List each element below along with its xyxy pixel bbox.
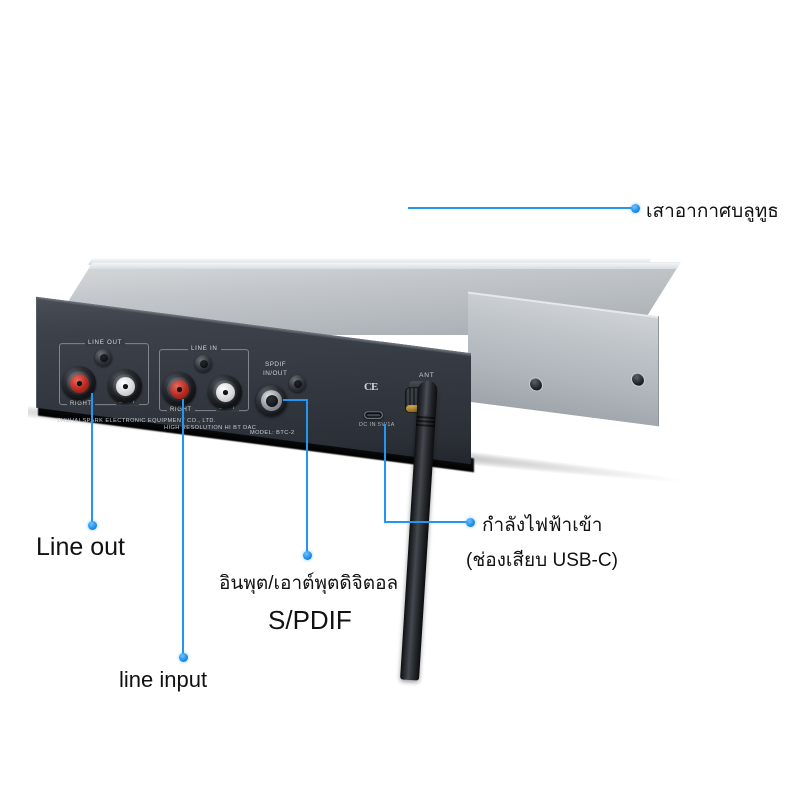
side-screw-icon [632, 372, 644, 387]
line-out-35mm-jack[interactable] [95, 349, 112, 367]
callout-line-line-input [182, 399, 184, 657]
line-in-right-label: RIGHT [167, 407, 195, 414]
spdif-label-line1: SPDIF [265, 361, 287, 369]
callout-label-antenna: เสาอากาศบลูทูธ [646, 201, 779, 222]
callout-line-spdif-vertical [306, 399, 308, 555]
callout-dot-antenna [631, 203, 640, 213]
power-rating-text: DC IN 5V/1A [359, 422, 395, 429]
callout-line-line-out [91, 393, 93, 525]
spdif-label-line2: IN/OUT [263, 370, 288, 378]
ce-mark-icon: CE [364, 381, 378, 394]
callout-line-power-horizontal [384, 521, 470, 523]
callout-sublabel-spdif: S/PDIF [268, 605, 352, 635]
callout-label-line-out: Line out [36, 533, 125, 561]
callout-line-spdif-horizontal [283, 399, 308, 401]
ant-label: ANT [419, 372, 435, 380]
line-in-title: LINE IN [188, 345, 221, 353]
line-in-rca-left[interactable] [208, 375, 242, 410]
line-out-rca-left[interactable] [108, 369, 142, 404]
callout-dot-line-out [87, 521, 97, 530]
product-silkscreen-text: HIGH RESOLUTION HI BT DAC [164, 425, 257, 432]
line-in-rca-right[interactable] [162, 372, 196, 407]
callout-dot-power [466, 517, 475, 527]
callout-dot-spdif [302, 551, 312, 560]
usb-c-port[interactable] [364, 411, 383, 420]
model-silkscreen-text: MODEL: BTC-2 [250, 430, 295, 437]
callout-label-spdif: อินพุต/เอาต์พุตดิจิตอล [219, 573, 399, 594]
chassis-right-side-panel [468, 291, 659, 427]
line-in-35mm-jack[interactable] [195, 355, 212, 373]
callout-label-line-input: line input [119, 667, 208, 692]
spdif-optical-jack[interactable] [289, 375, 306, 393]
side-screw-icon [530, 377, 542, 392]
callout-line-antenna [408, 207, 634, 209]
dac-device: LINE OUT RIGHT LEFT LINE IN RIGHT LEFT S… [18, 258, 718, 681]
callout-sublabel-power: (ช่องเสียบ USB-C) [466, 550, 618, 571]
callout-label-power: กำลังไฟฟ้าเข้า [482, 515, 603, 536]
callout-line-power-vertical [384, 424, 386, 523]
line-out-title: LINE OUT [85, 339, 126, 347]
callout-dot-line-input [178, 653, 188, 662]
brand-silkscreen-text: ZHUHAI SPARK ELECTRONIC EQUIPMENT CO., L… [57, 418, 216, 425]
